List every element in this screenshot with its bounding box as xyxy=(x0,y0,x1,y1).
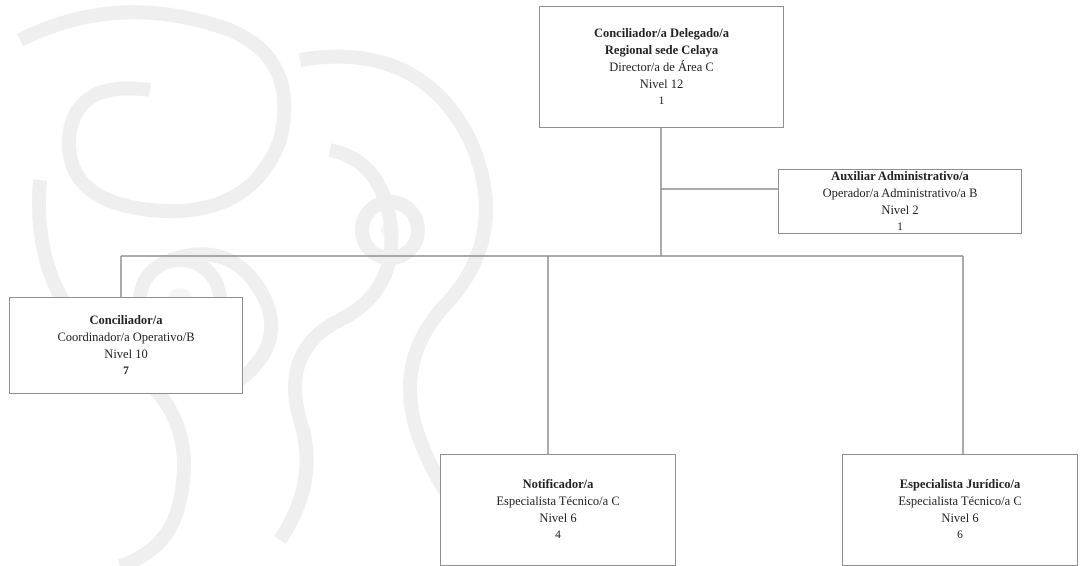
node-position: Especialista Técnico/a C xyxy=(496,494,620,508)
node-title-line1: Conciliador/a Delegado/a xyxy=(593,25,730,40)
node-title: Conciliador/a xyxy=(89,312,163,327)
org-node-especialista-juridico: Especialista Jurídico/a Especialista Téc… xyxy=(842,454,1078,566)
org-node-notificador: Notificador/a Especialista Técnico/a C N… xyxy=(440,454,676,566)
node-count: 1 xyxy=(658,94,665,107)
node-level: Nivel 10 xyxy=(104,346,148,361)
node-position: Especialista Técnico/a C xyxy=(898,494,1022,508)
node-count: 4 xyxy=(555,529,561,541)
node-level: Nivel 12 xyxy=(639,76,684,91)
node-title-line2: Regional sede Celaya xyxy=(604,42,719,57)
node-level: Nivel 6 xyxy=(539,511,577,525)
node-position: Coordinador/a Operativo/B xyxy=(57,329,195,344)
node-title: Especialista Jurídico/a xyxy=(899,477,1021,491)
node-level: Nivel 6 xyxy=(941,511,979,525)
org-node-auxiliar-administrativo: Auxiliar Administrativo/a Operador/a Adm… xyxy=(778,169,1022,234)
org-node-delegado-regional: Conciliador/a Delegado/a Regional sede C… xyxy=(539,6,784,128)
node-title: Auxiliar Administrativo/a xyxy=(831,168,969,183)
node-level: Nivel 2 xyxy=(881,202,919,217)
org-node-conciliador: Conciliador/a Coordinador/a Operativo/B … xyxy=(9,297,243,394)
node-count: 1 xyxy=(897,220,903,233)
node-count: 7 xyxy=(123,364,129,377)
node-count: 6 xyxy=(957,529,963,541)
node-position: Operador/a Administrativo/a B xyxy=(822,185,978,200)
node-title: Notificador/a xyxy=(522,477,594,491)
node-position: Director/a de Área C xyxy=(609,59,714,74)
